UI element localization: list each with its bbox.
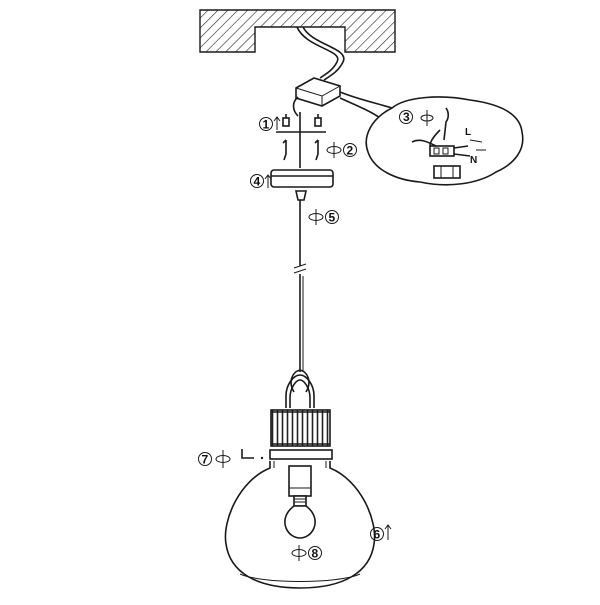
step-1-marker: 1 bbox=[259, 116, 281, 132]
step-1-label: 1 bbox=[263, 118, 270, 132]
step-6-marker: 6 bbox=[370, 524, 392, 542]
step-8-marker: 8 bbox=[291, 545, 322, 561]
junction-box bbox=[292, 77, 341, 117]
step-7-marker: 7 bbox=[198, 449, 264, 468]
wiring-callout: 3 L N bbox=[339, 91, 524, 186]
mains-cable bbox=[296, 26, 345, 81]
socket bbox=[288, 465, 312, 497]
step-5-label: 5 bbox=[329, 211, 336, 225]
ceiling bbox=[199, 9, 396, 53]
hanging-loop bbox=[285, 369, 315, 408]
step-5-marker: 5 bbox=[308, 209, 339, 225]
screws bbox=[282, 114, 322, 161]
step-2-marker: 2 bbox=[326, 142, 357, 158]
neutral-wire-label: N bbox=[470, 155, 477, 166]
step-7-label: 7 bbox=[202, 453, 209, 467]
mounting-bracket bbox=[276, 112, 326, 168]
glass-shade bbox=[224, 461, 376, 589]
pendant-cable bbox=[293, 200, 307, 372]
cable-grip bbox=[295, 190, 307, 201]
step-2-label: 2 bbox=[347, 144, 354, 158]
lamp-holder-collar bbox=[270, 409, 331, 447]
step-4-marker: 4 bbox=[250, 174, 272, 189]
canopy bbox=[270, 169, 334, 188]
light-bulb bbox=[284, 495, 316, 539]
live-wire-label: L bbox=[465, 127, 471, 138]
step-8-label: 8 bbox=[312, 547, 319, 561]
ring-nut bbox=[269, 449, 333, 460]
step-4-label: 4 bbox=[254, 175, 261, 189]
step-3-label: 3 bbox=[403, 110, 410, 124]
step-6-label: 6 bbox=[374, 528, 381, 542]
